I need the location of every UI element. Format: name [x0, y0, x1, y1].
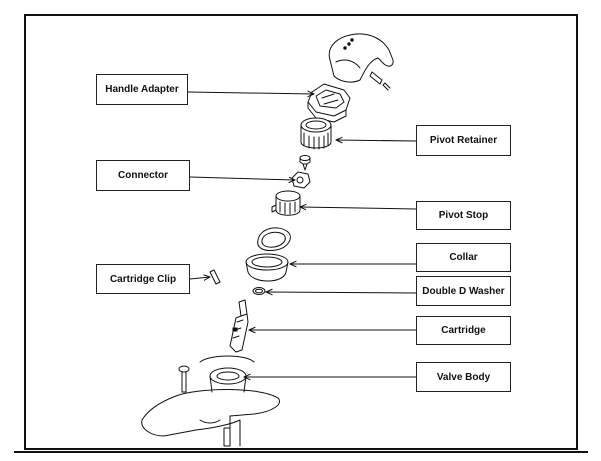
pivot-stop-icon — [271, 190, 301, 216]
pivot-retainer-icon — [300, 117, 332, 150]
valve-body-icon — [141, 355, 280, 447]
label-valve-body: Valve Body — [416, 362, 511, 392]
connector-body-icon — [291, 171, 311, 189]
label-pivot-retainer: Pivot Retainer — [416, 125, 511, 156]
handle-adapter-icon — [307, 83, 351, 123]
label-handle-adapter: Handle Adapter — [96, 74, 188, 105]
bottom-rule — [14, 451, 588, 453]
label-cartridge-clip: Cartridge Clip — [96, 264, 190, 294]
label-collar: Collar — [416, 243, 511, 272]
label-double-d-washer: Double D Washer — [416, 276, 511, 306]
cartridge-icon — [229, 299, 249, 353]
label-pivot-stop: Pivot Stop — [416, 201, 511, 230]
collar-icon — [245, 227, 291, 282]
label-connector: Connector — [96, 160, 190, 191]
double-d-washer-icon — [252, 287, 266, 295]
label-cartridge: Cartridge — [416, 316, 511, 345]
set-screw-icon — [369, 71, 391, 91]
cartridge-clip-icon — [209, 269, 221, 285]
connector-screw-icon — [299, 155, 311, 171]
leader-lines — [187, 92, 417, 377]
faucet-handle-icon — [328, 33, 394, 83]
